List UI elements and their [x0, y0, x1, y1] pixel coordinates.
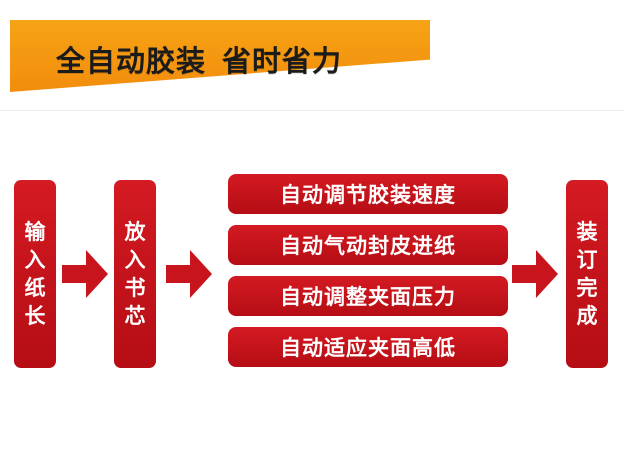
step-input-paper-length-label: 输入纸长: [24, 220, 46, 328]
feature-auto-speed-label: 自动调节胶装速度: [280, 183, 456, 207]
title-main: 全自动胶装: [56, 44, 207, 78]
feature-auto-speed: 自动调节胶装速度: [228, 174, 508, 214]
step-insert-book-block: 放入书芯: [114, 180, 156, 368]
step-binding-complete: 装订完成: [566, 180, 608, 368]
step-input-paper-length: 输入纸长: [14, 180, 56, 368]
right-arrow-icon: [512, 248, 558, 300]
page-title: 全自动胶装省时省力: [56, 38, 342, 80]
feature-auto-clamp-height-label: 自动适应夹面高低: [280, 336, 456, 360]
feature-auto-clamp-pressure: 自动调整夹面压力: [228, 276, 508, 316]
feature-auto-clamp-pressure-label: 自动调整夹面压力: [280, 285, 456, 309]
header-divider: [0, 110, 624, 111]
right-arrow-icon: [62, 248, 108, 300]
feature-auto-clamp-height: 自动适应夹面高低: [228, 327, 508, 367]
feature-auto-cover-feed: 自动气动封皮进纸: [228, 225, 508, 265]
right-arrow-icon: [166, 248, 212, 300]
feature-auto-cover-feed-label: 自动气动封皮进纸: [280, 234, 456, 258]
step-binding-complete-label: 装订完成: [576, 220, 598, 328]
step-insert-book-block-label: 放入书芯: [124, 220, 146, 328]
title-sub: 省时省力: [222, 44, 343, 78]
